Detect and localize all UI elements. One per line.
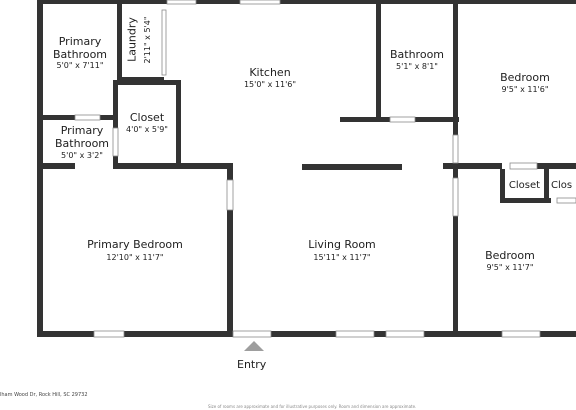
room-name: Primary Bathroom: [54, 124, 110, 150]
room-name: Clos: [551, 180, 573, 191]
room-dimensions: 5'1" x 8'1": [396, 62, 438, 71]
room-dimensions: 15'0" x 11'6": [243, 80, 297, 89]
room-dimensions: 5'0" x 3'2": [61, 151, 103, 160]
room-name: Bathroom: [389, 48, 445, 61]
room-dimensions: 9'5" x 11'6": [501, 85, 549, 94]
room-dimensions: 2'11" x 5'4": [143, 16, 152, 64]
entry-label: Entry: [237, 358, 267, 371]
room-dimensions: 4'0" x 5'9": [126, 125, 168, 134]
room-name: Closet: [129, 111, 165, 124]
room-name: Bedroom: [500, 71, 550, 84]
room-name: Bedroom: [485, 249, 535, 262]
room-dimensions: 5'0" x 7'11": [56, 61, 104, 70]
walls: [37, 0, 576, 337]
room-name: Living Room: [308, 238, 376, 251]
room-name: Primary Bathroom: [52, 35, 108, 61]
address-text: lham Wood Dr, Rock Hill, SC 29732: [0, 392, 88, 398]
room-name: Primary Bedroom: [87, 238, 183, 251]
room-name: Kitchen: [249, 66, 291, 79]
disclaimer-text: Size of rooms are approximate and for il…: [208, 404, 417, 409]
room-dimensions: 9'5" x 11'7": [486, 263, 534, 272]
room-name: Laundry: [125, 17, 139, 62]
entry-arrow-icon: [244, 341, 264, 351]
room-dimensions: 15'11" x 11'7": [313, 253, 371, 262]
room-name: Closet: [508, 180, 541, 191]
windows: [74, 0, 576, 338]
room-dimensions: 12'10" x 11'7": [106, 253, 164, 262]
